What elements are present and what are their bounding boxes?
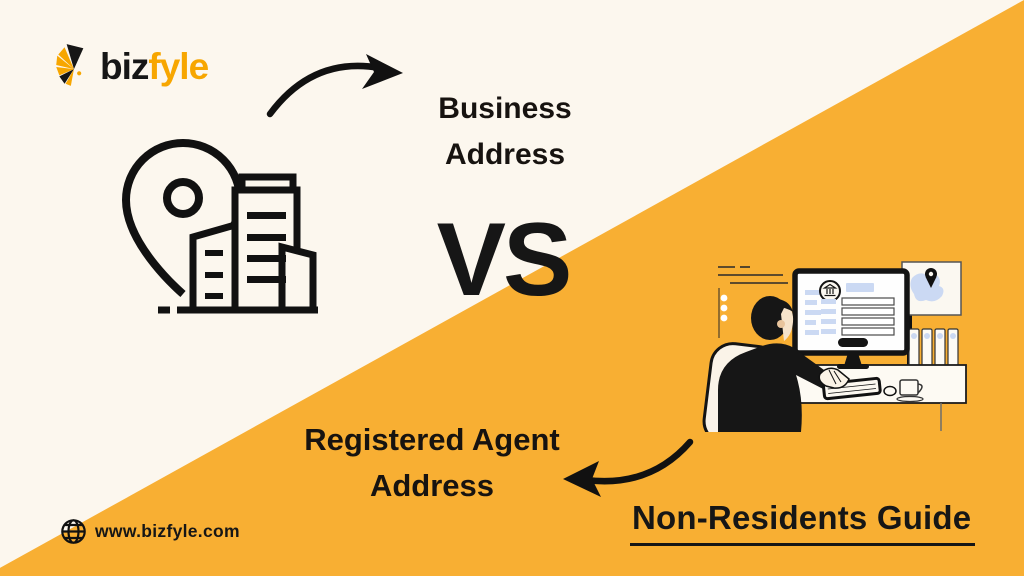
- bank-badge-icon: [819, 280, 841, 302]
- dot: [720, 314, 728, 322]
- business-address-line2: Address: [444, 138, 566, 171]
- registered-agent-line1: Registered Agent: [304, 422, 560, 457]
- mouse: [883, 385, 897, 397]
- website-footer: www.bizfyle.com: [60, 518, 240, 545]
- arrow-to-business-address-icon: [266, 54, 403, 118]
- business-address-line1: Business: [438, 92, 572, 125]
- binders: [908, 328, 959, 368]
- registered-agent-line2: Address: [369, 468, 495, 503]
- dot: [720, 294, 728, 302]
- person-head: [751, 296, 794, 341]
- monitor: [792, 268, 910, 369]
- dot: [720, 304, 728, 312]
- screen-sidebar-items: [805, 290, 821, 335]
- person-at-computer-illustration: [702, 261, 967, 432]
- screen-form-fields: [841, 297, 895, 336]
- person-hand: [818, 367, 850, 389]
- business-address-label: Business Address: [398, 86, 612, 178]
- location-pin-buildings-illustration: [121, 139, 318, 314]
- logo-text-fyle: fyle: [148, 45, 209, 87]
- map-pin-icon: [925, 268, 937, 288]
- coffee-cup: [896, 379, 924, 403]
- website-url: www.bizfyle.com: [95, 521, 240, 541]
- arrow-to-registered-agent-icon: [563, 438, 694, 497]
- logo-text-biz: biz: [100, 45, 149, 87]
- person-body: [718, 343, 838, 432]
- logo-wordmark: bizfyle: [100, 45, 209, 87]
- decorative-dashes: [718, 266, 788, 338]
- vs-label: VS: [436, 202, 573, 318]
- bizfyle-logo: bizfyle: [56, 42, 209, 90]
- globe-icon: [61, 519, 86, 544]
- registered-agent-address-label: Registered Agent Address: [276, 417, 588, 509]
- non-residents-guide-label: Non-Residents Guide: [630, 499, 976, 546]
- screen-button: [838, 338, 868, 347]
- pinwheel-icon: [56, 44, 84, 86]
